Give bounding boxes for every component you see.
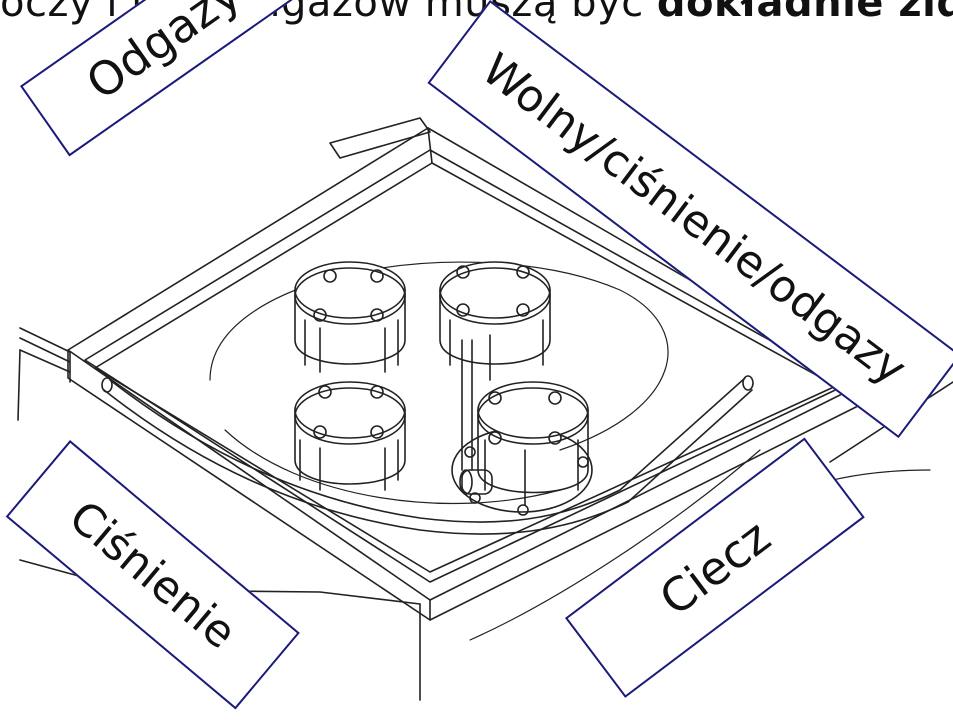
- floor-curves: [209, 261, 931, 641]
- valve-bottom-left: [294, 381, 406, 491]
- valve-bottom-right: [451, 381, 593, 516]
- valve-top-left: [294, 261, 406, 373]
- header-text: oczy i linia odgazów muszą być dokładnie…: [0, 0, 953, 44]
- header-regular: oczy i linia odgazów muszą być: [0, 0, 657, 26]
- rim-pipes: [101, 375, 754, 535]
- valve-top-right: [439, 261, 551, 381]
- vent-pipe: [459, 339, 493, 495]
- header-bold: dokładnie zidentyfikowane: [656, 0, 953, 26]
